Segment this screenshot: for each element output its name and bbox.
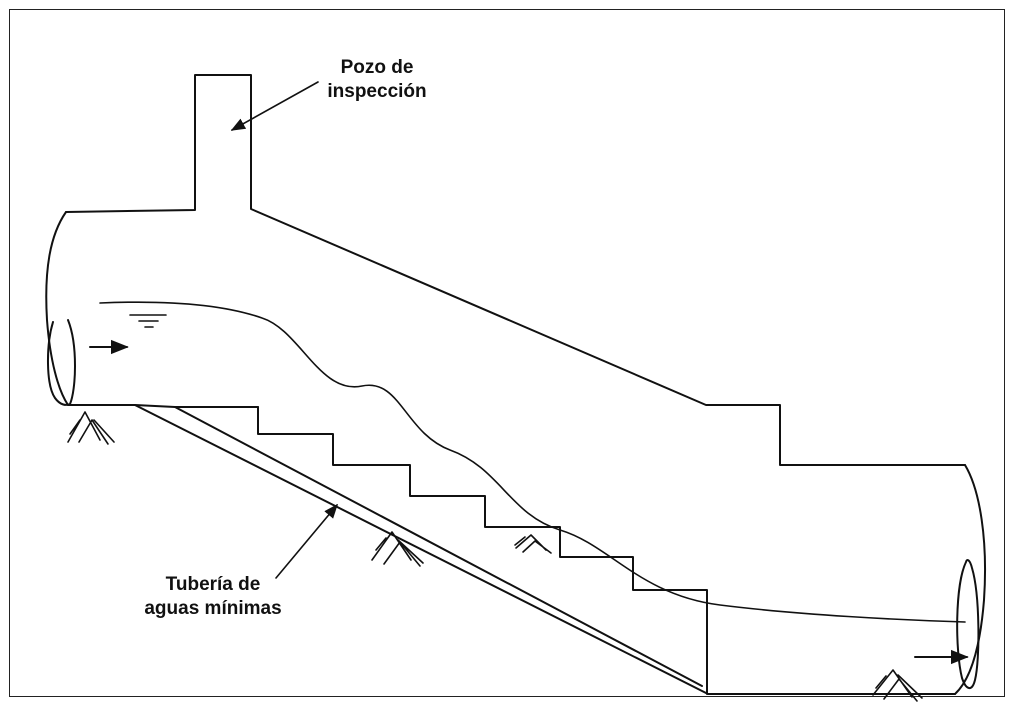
water-surface bbox=[99, 301, 966, 623]
tuberia-label: Tubería de aguas mínimas bbox=[128, 573, 298, 621]
tuberia-label-line2: aguas mínimas bbox=[144, 598, 282, 619]
pozo-leader-arrow bbox=[230, 81, 319, 131]
pozo-label-line1: Pozo de bbox=[340, 57, 414, 78]
soil-symbol bbox=[67, 411, 115, 445]
inlet-bottom-and-chute bbox=[67, 404, 956, 695]
water-level-symbol bbox=[129, 314, 167, 328]
soil-symbol bbox=[514, 534, 552, 554]
inlet-pipe-left-end bbox=[45, 211, 69, 406]
inlet-pipe-section bbox=[46, 319, 76, 406]
outlet-pipe-end bbox=[954, 464, 987, 695]
soil-symbol bbox=[872, 669, 923, 702]
pozo-label: Pozo de inspección bbox=[322, 56, 432, 104]
structure-top-outline bbox=[65, 74, 966, 466]
outlet-pipe-section bbox=[956, 559, 980, 689]
soil-symbol bbox=[371, 531, 424, 567]
tuberia-leader-arrow bbox=[275, 503, 338, 579]
pozo-label-line2: inspección bbox=[327, 81, 427, 102]
tuberia-label-line1: Tubería de bbox=[165, 574, 261, 595]
stair-steps bbox=[257, 406, 708, 695]
